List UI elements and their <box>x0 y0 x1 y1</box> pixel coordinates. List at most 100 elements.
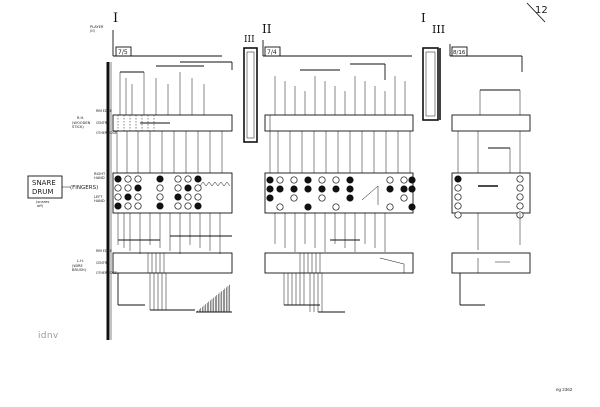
note-filled <box>124 193 132 201</box>
note-filled <box>266 176 274 184</box>
interlude-box-1: III <box>243 35 258 143</box>
note-filled <box>346 185 354 193</box>
finger-band <box>112 172 233 214</box>
section-1-header: I 7/5 <box>112 11 222 57</box>
note-open <box>114 184 122 192</box>
interlude-box-2 <box>422 47 441 121</box>
note-filled <box>174 193 182 201</box>
lh-band <box>112 252 233 274</box>
note-open <box>184 175 192 183</box>
note-open <box>194 193 202 201</box>
note-filled <box>266 185 274 193</box>
rh-row-labels: RIM EDGE CENTRE OTHER EDGE RIM EDGE CENT… <box>96 109 117 275</box>
note-filled <box>276 185 284 193</box>
note-open <box>134 202 142 210</box>
rh-band <box>451 114 531 132</box>
note-open <box>400 176 408 184</box>
finger-band <box>264 172 414 214</box>
player-label-2: (II) <box>90 29 96 33</box>
section-2-tempo: 7/4 <box>267 49 277 56</box>
note-open <box>454 193 462 201</box>
rh-band <box>264 114 414 132</box>
rh-row-rim: RIM EDGE <box>96 109 112 113</box>
note-open <box>290 176 298 184</box>
note-open <box>134 193 142 201</box>
lh-sub-1: (WIRE <box>72 264 84 268</box>
instrument-note-2: off) <box>37 204 44 208</box>
note-open <box>124 175 132 183</box>
page-number: 12 <box>526 2 548 23</box>
note-open <box>276 203 284 211</box>
note-open <box>332 176 340 184</box>
note-filled <box>408 185 416 193</box>
rh-band <box>112 114 233 132</box>
rh-label: R.H. <box>77 116 84 120</box>
rh-sub-1: (WOODEN <box>72 121 91 125</box>
left-hand-label-2: HAND <box>94 199 105 203</box>
note-open <box>114 193 122 201</box>
player-label-1: PLAYER <box>90 25 104 29</box>
note-filled <box>318 185 326 193</box>
note-filled <box>194 202 202 210</box>
note-open <box>400 194 408 202</box>
note-open <box>386 203 394 211</box>
section-1-tempo: 7/5 <box>118 49 128 56</box>
instrument-name-1: SNARE <box>32 179 56 187</box>
note-filled <box>386 185 394 193</box>
note-open <box>124 184 132 192</box>
rh-sub-2: STICK) <box>72 125 84 129</box>
page-number-text: 12 <box>535 5 548 16</box>
rh-row-other: OTHER EDGE <box>96 131 117 135</box>
stroke <box>361 185 379 201</box>
lh-row-rim: RIM EDGE <box>96 249 112 253</box>
note-filled <box>304 185 312 193</box>
lh-band <box>451 252 531 274</box>
note-filled <box>454 175 462 183</box>
finger-band <box>451 172 531 214</box>
note-open <box>174 184 182 192</box>
instrument-label: SNARE DRUM (snares off) (FINGERS) <box>27 175 98 208</box>
note-open <box>134 175 142 183</box>
note-open <box>332 203 340 211</box>
stroke <box>379 257 405 265</box>
section-3-header: I III 8/16 <box>421 11 523 72</box>
note-filled <box>134 184 142 192</box>
note-open <box>184 202 192 210</box>
note-filled <box>156 175 164 183</box>
notation-layer <box>112 61 531 313</box>
section-3-tempo: 8/16 <box>453 50 466 56</box>
note-filled <box>184 184 192 192</box>
note-filled <box>408 176 416 184</box>
note-filled <box>114 202 122 210</box>
note-open <box>124 202 132 210</box>
right-hand-label-1: RIGHT <box>94 172 106 176</box>
right-hand-label-2: HAND <box>94 176 105 180</box>
note-filled <box>194 175 202 183</box>
section-2-header: II 7/4 <box>262 22 412 57</box>
instrument-note-1: (snares <box>36 200 49 204</box>
note-open <box>386 176 394 184</box>
section-1-numeral: I <box>113 11 118 26</box>
note-filled <box>304 176 312 184</box>
note-open <box>184 193 192 201</box>
note-open <box>156 193 164 201</box>
rh-row-centre: CENTRE <box>96 121 109 125</box>
lh-row-centre: CENTRE <box>96 261 109 265</box>
note-open <box>516 193 524 201</box>
section-3-numeral: I <box>421 11 426 25</box>
watermark: idnv <box>38 331 59 341</box>
note-open <box>454 184 462 192</box>
note-open <box>454 211 462 219</box>
note-open <box>318 176 326 184</box>
note-open <box>516 184 524 192</box>
note-open <box>318 194 326 202</box>
lh-band <box>264 252 414 274</box>
lh-row-other: OTHER EDGE <box>96 271 117 275</box>
section-2-numeral: II <box>262 22 272 36</box>
lh-sub-2: BRUSH) <box>72 268 87 272</box>
lh-label: L.H. <box>77 259 84 263</box>
fingers-label: (FINGERS) <box>70 185 98 191</box>
note-open <box>174 202 182 210</box>
note-filled <box>114 175 122 183</box>
